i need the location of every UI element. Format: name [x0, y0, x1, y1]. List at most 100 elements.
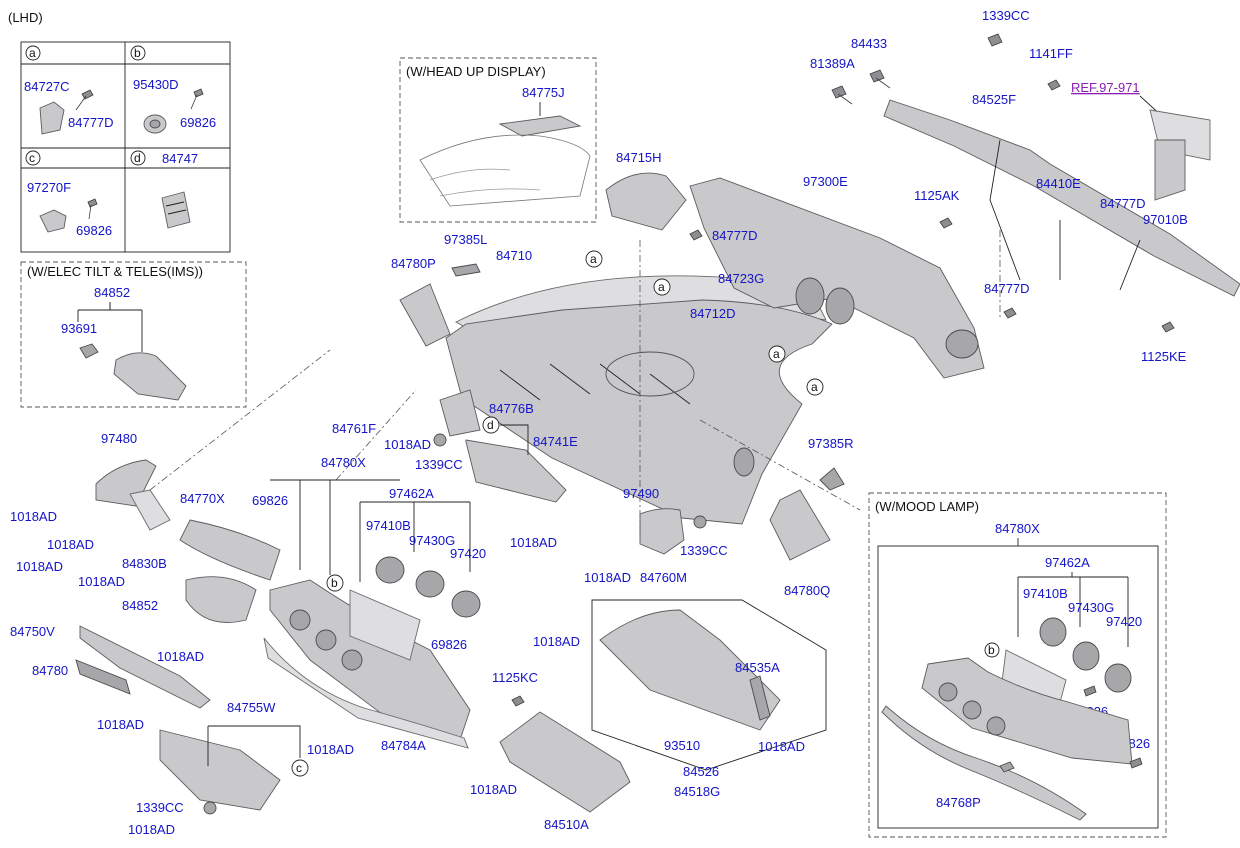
part-label-1018ad: 1018AD: [307, 742, 354, 757]
part-label-84710: 84710: [496, 248, 532, 263]
callout-a-3: a: [773, 347, 780, 361]
part-label-97385r: 97385R: [808, 436, 854, 451]
variant-label: (LHD): [8, 10, 43, 25]
leader-line: [270, 479, 400, 575]
panel-84784a-icon: [263, 637, 469, 749]
panel-hole-icon: [938, 682, 958, 702]
vent-icon: [375, 556, 405, 584]
part-label-84777d: 84777D: [1100, 196, 1146, 211]
callout-circle: [653, 278, 671, 296]
part-label-84830b: 84830B: [122, 556, 167, 571]
part-label-1018ad: 1018AD: [78, 574, 125, 589]
legend-a-part-1: 84727C: [24, 79, 70, 94]
callout-d: d: [487, 418, 494, 432]
part-label-1018ad: 1018AD: [470, 782, 517, 797]
panel-hole-icon: [289, 609, 311, 631]
part-label-1018ad: 1018AD: [47, 537, 94, 552]
part-label-97385l: 97385L: [444, 232, 487, 247]
part-label-1018ad: 1018AD: [157, 649, 204, 664]
part-label-81389a: 81389A: [810, 56, 855, 71]
part-label-1339cc: 1339CC: [680, 543, 728, 558]
nut-icon: [987, 33, 1003, 47]
mood-part-1: 84780X: [995, 521, 1040, 536]
panel-hole-icon: [962, 700, 982, 720]
crash-pad-panel-icon: [921, 657, 1133, 765]
clip-icon: [79, 343, 99, 359]
nut-icon: [433, 433, 447, 447]
mood-part-5: 97420: [1106, 614, 1142, 629]
part-label-1018ad: 1018AD: [510, 535, 557, 550]
part-label-1018ad: 1018AD: [758, 739, 805, 754]
screw-icon: [1129, 757, 1143, 769]
duct-outlet: [945, 329, 979, 359]
panel-84741e-icon: [465, 439, 567, 503]
part-label-84410e: 84410E: [1036, 176, 1081, 191]
mood-lamp-title: (W/MOOD LAMP): [875, 499, 979, 514]
duct-outlet: [795, 277, 825, 315]
part-label-84770x: 84770X: [180, 491, 225, 506]
part-label-84750v: 84750V: [10, 624, 55, 639]
part-label-97490: 97490: [623, 486, 659, 501]
cover-84770x-icon: [129, 489, 171, 531]
cowl-cross-bar: [883, 99, 1240, 297]
part-label-97480: 97480: [101, 431, 137, 446]
crash-pad-detail: [499, 363, 691, 405]
ref-link[interactable]: REF.97-971: [1071, 80, 1140, 95]
part-label-1125ke: 1125KE: [1141, 349, 1187, 364]
sensor-part-icon: [39, 209, 67, 233]
duct-body: [689, 177, 985, 379]
column-shroud-icon: [113, 352, 187, 401]
callout-circle: [291, 759, 309, 777]
bolt-icon: [939, 217, 953, 229]
side-cover-icon: [399, 283, 451, 347]
legend-table: a 84727C 84777D b 95430D 69826 c 97270F …: [20, 41, 231, 253]
group-frame-84760m: [591, 599, 827, 771]
part-label-84761f: 84761F: [332, 421, 376, 436]
part-label-97420: 97420: [450, 546, 486, 561]
clip-part-icon: [39, 101, 65, 135]
mood-part-3: 97410B: [1023, 586, 1068, 601]
screw-icon: [190, 88, 204, 110]
callout-circle: [585, 250, 603, 268]
part-label-97462a: 97462A: [389, 486, 434, 501]
part-label-1018ad: 1018AD: [128, 822, 175, 837]
elec-tilt-box: (W/ELEC TILT & TELES(IMS)) 84852 93691: [20, 261, 247, 408]
mood-callout-b: b: [988, 643, 995, 657]
mood-part-4: 97430G: [1068, 600, 1114, 615]
shroud-lower-icon: [185, 576, 257, 623]
bolt-icon: [1161, 321, 1175, 333]
vent-icon: [1039, 617, 1067, 647]
bolt-icon: [831, 85, 853, 105]
hud-detail-lines: [429, 168, 541, 197]
part-label-84852: 84852: [122, 598, 158, 613]
lamp-icon: [999, 761, 1015, 773]
part-label-84741e: 84741E: [533, 434, 578, 449]
callout-b-circle: [984, 642, 1000, 658]
part-label-1018ad: 1018AD: [10, 509, 57, 524]
part-label-93510: 93510: [664, 738, 700, 753]
screw-icon: [1083, 685, 1097, 697]
part-label-84526: 84526: [683, 764, 719, 779]
crossbar-bracket-2: [1154, 139, 1186, 201]
callout-a-1: a: [590, 252, 597, 266]
part-label-84776b: 84776B: [489, 401, 534, 416]
part-label-1018ad: 1018AD: [584, 570, 631, 585]
part-label-84723g: 84723G: [718, 271, 764, 286]
callout-c: c: [296, 761, 302, 775]
part-label-1018ad: 1018AD: [16, 559, 63, 574]
callout-b-circle: [130, 45, 146, 61]
part-label-69826: 69826: [431, 637, 467, 652]
part-label-84518g: 84518G: [674, 784, 720, 799]
part-label-1018ad: 1018AD: [97, 717, 144, 732]
part-label-97010b: 97010B: [1143, 212, 1188, 227]
speaker-core-icon: [149, 119, 161, 129]
bolt-icon: [869, 69, 891, 89]
vent-icon: [415, 570, 445, 598]
part-label-84777d: 84777D: [712, 228, 758, 243]
part-label-1018ad: 1018AD: [533, 634, 580, 649]
callout-c-circle: [25, 150, 41, 166]
callout-a-2: a: [658, 280, 665, 294]
leader-line: [207, 725, 301, 766]
legend-b-part-1: 95430D: [133, 77, 179, 92]
